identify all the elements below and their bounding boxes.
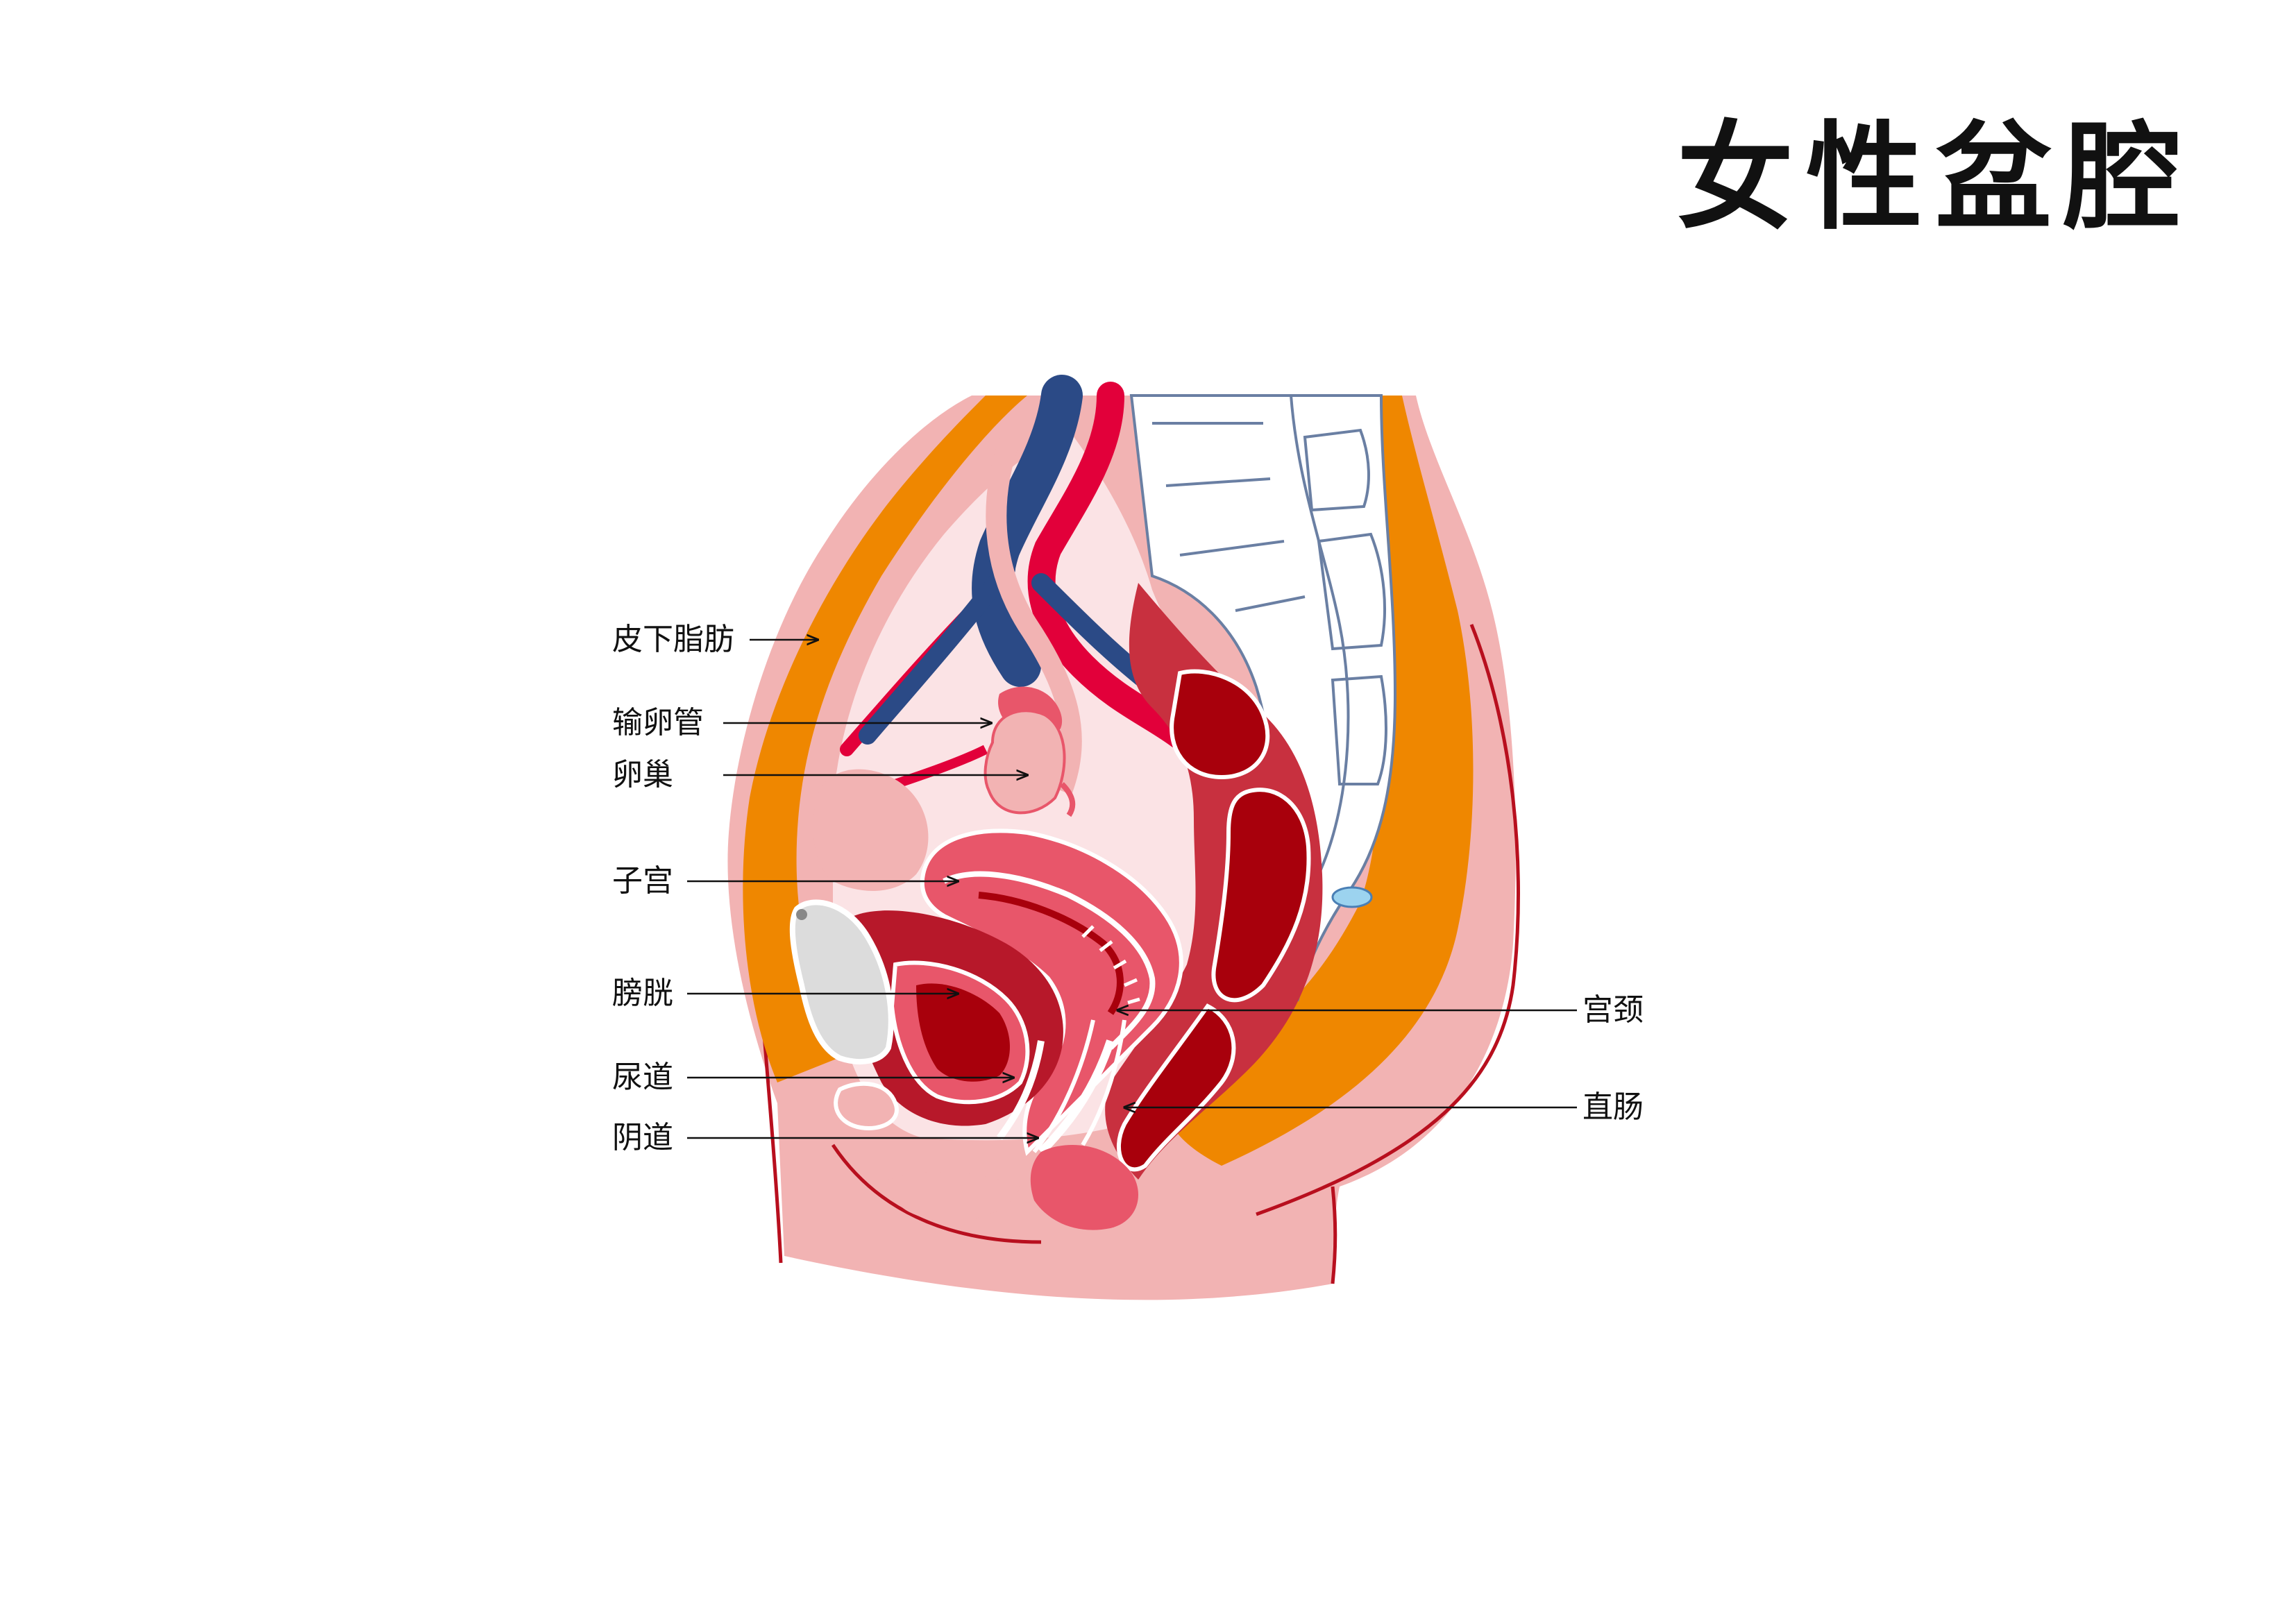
- rectum-segment-2: [1211, 788, 1311, 1003]
- vein-branch-front: [859, 560, 1015, 745]
- coccyx: [1331, 886, 1373, 908]
- skin-edge-perineum: [831, 1144, 1042, 1244]
- rectum-segment-1: [1170, 669, 1270, 780]
- spinal-canal: [1290, 395, 1350, 875]
- fat-back: [1166, 396, 1474, 1166]
- bladder-lumen: [916, 983, 1010, 1082]
- rectum-segment-3: [1117, 1003, 1236, 1172]
- sacrum-line-4: [1235, 595, 1306, 612]
- label-ovary: 卵巢: [612, 757, 673, 792]
- sacrum-line-3: [1179, 540, 1285, 556]
- uterus-cavity: [978, 892, 1124, 1015]
- vertebra-2: [1317, 532, 1386, 651]
- skin-edge-back: [1256, 624, 1520, 1216]
- labia: [888, 1172, 1020, 1221]
- skin-edge-front: [761, 1026, 783, 1264]
- vertebra-1: [1303, 428, 1370, 512]
- ovary-fimbria: [1060, 782, 1076, 817]
- urethra-line: [996, 1040, 1045, 1140]
- label-rectum: 直肠: [1582, 1089, 1644, 1125]
- ovary: [984, 709, 1066, 815]
- uterus-ridges: [1081, 925, 1140, 1005]
- vagina-line: [1038, 1039, 1115, 1155]
- sacrum-line-2: [1165, 477, 1271, 487]
- page-title: 女性盆腔: [1677, 110, 2193, 246]
- label-fallopian-tube: 输卵管: [612, 705, 704, 740]
- label-cervix: 宫颈: [1582, 992, 1644, 1028]
- vagina-wall: [1032, 1019, 1126, 1153]
- label-uterus: 子宫: [612, 863, 673, 899]
- peritoneal-fold: [813, 769, 929, 891]
- pubic-bone-dot: [796, 909, 807, 920]
- label-vagina: 阴道: [612, 1120, 673, 1155]
- peritoneum-line: [986, 426, 1082, 795]
- skin-edge-back-low: [1331, 1186, 1337, 1284]
- pubic-lower: [834, 1081, 899, 1130]
- label-subcutaneous-fat: 皮下脂肪: [612, 622, 734, 657]
- perineal-body: [1030, 1145, 1138, 1230]
- vertebra-3: [1331, 674, 1387, 785]
- fat-front: [743, 396, 1027, 1082]
- uterus-inner: [943, 871, 1156, 1050]
- pubic-bone: [789, 899, 894, 1064]
- label-bladder: 膀胱: [612, 976, 673, 1011]
- label-urethra: 尿道: [612, 1060, 673, 1095]
